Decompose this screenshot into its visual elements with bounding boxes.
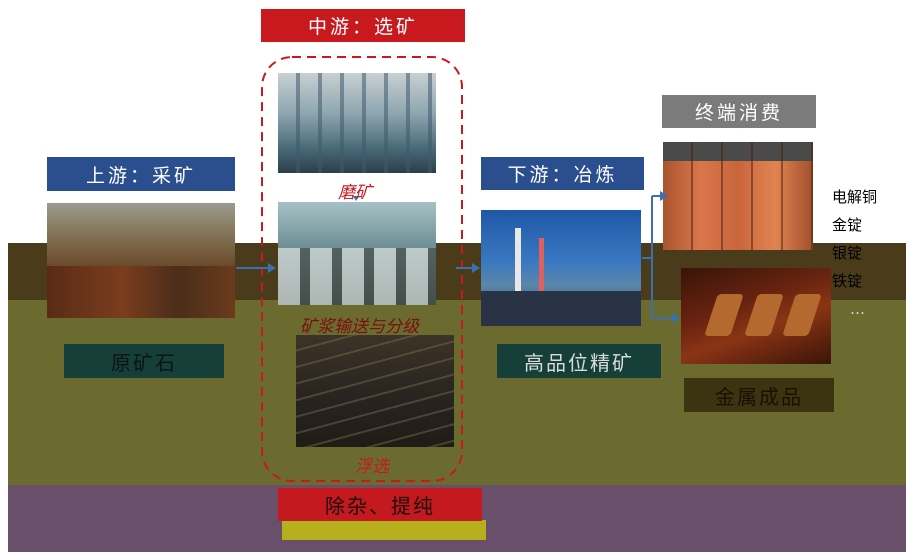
product-item: 铁锭 bbox=[832, 272, 863, 290]
slurry-plant-photo bbox=[278, 202, 436, 305]
raw-ore-photo bbox=[47, 203, 235, 318]
arrow-head-1 bbox=[268, 263, 276, 273]
flotation-step-label: 浮选 bbox=[355, 457, 389, 477]
upstream-title: 上游：采矿 bbox=[47, 157, 235, 191]
midstream-dashed-frame bbox=[261, 56, 463, 482]
arrow-head-2 bbox=[472, 263, 480, 273]
raw-ore-label: 原矿石 bbox=[64, 344, 224, 378]
metal-products-label: 金属成品 bbox=[684, 378, 834, 412]
grinding-mill-photo bbox=[278, 73, 436, 173]
copper-cathode-photo bbox=[663, 142, 813, 250]
purification-stripe bbox=[282, 520, 486, 540]
slurry-step-label: 矿浆输送与分级 bbox=[300, 317, 419, 337]
metal-ingot-photo bbox=[681, 268, 831, 364]
arrow-head-4 bbox=[672, 313, 680, 323]
smelter-photo bbox=[481, 210, 641, 326]
product-item: 电解铜 bbox=[832, 188, 878, 206]
grind-down-marker bbox=[353, 196, 359, 201]
flotation-photo bbox=[296, 335, 454, 447]
concentrate-label: 高品位精矿 bbox=[497, 344, 661, 378]
purification-label: 除杂、提纯 bbox=[278, 488, 482, 521]
midstream-title: 中游：选矿 bbox=[261, 9, 465, 42]
product-item-ellipsis: … bbox=[850, 300, 865, 318]
product-item: 银锭 bbox=[832, 244, 863, 262]
grinding-step-label: 磨矿 bbox=[338, 183, 372, 203]
terminal-title: 终端消费 bbox=[662, 95, 816, 128]
product-item: 金锭 bbox=[832, 216, 863, 234]
downstream-title: 下游：冶炼 bbox=[481, 157, 644, 190]
arrow-head-3 bbox=[660, 191, 668, 201]
